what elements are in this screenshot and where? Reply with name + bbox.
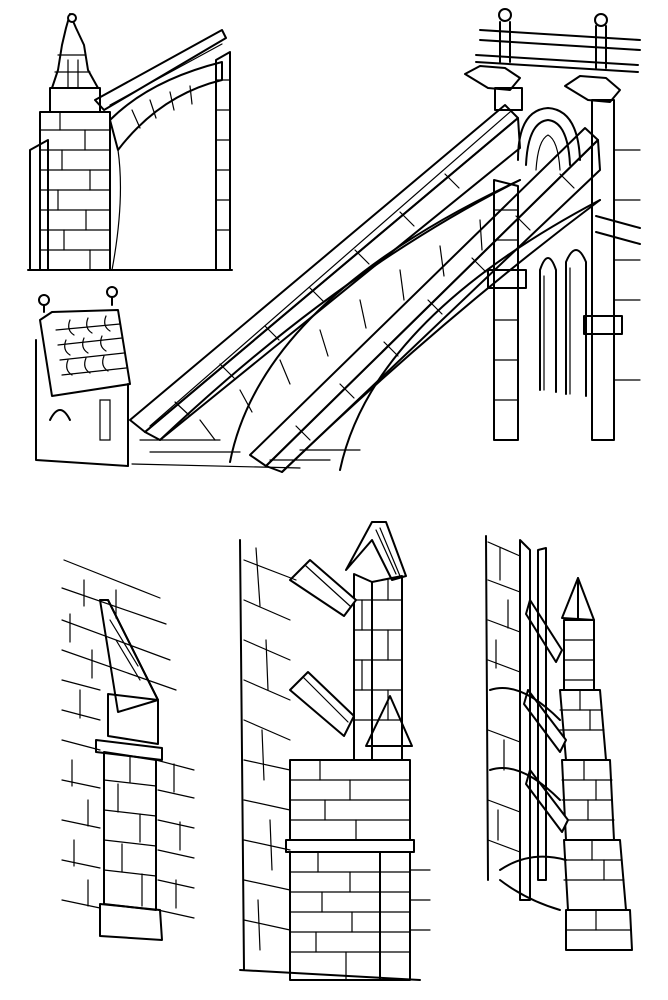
- panel-a-masonry: [39, 111, 111, 271]
- panel-d-struts: [289, 559, 357, 737]
- panel-e-masonry: [559, 689, 631, 931]
- panel-b-tiled-pinnacle: [35, 286, 131, 467]
- panel-d-masonry: [243, 547, 431, 981]
- panel-e-flyers: [489, 599, 569, 871]
- panel-b-lower-flyer: [249, 127, 601, 473]
- panel-b-gargoyle-right: [564, 75, 621, 103]
- panel-b-base-masonry: [131, 439, 361, 469]
- panel-b-parapet-rail: [475, 8, 641, 73]
- panel-a-flyer-coping: [94, 29, 227, 111]
- panel-a-pier: [29, 13, 111, 271]
- panel-b-upper-flyer: [129, 104, 521, 463]
- panel-c-wall-masonry: [61, 559, 195, 919]
- panel-b-gargoyle-left: [464, 65, 521, 91]
- panel-b-lancet-windows: [539, 249, 587, 397]
